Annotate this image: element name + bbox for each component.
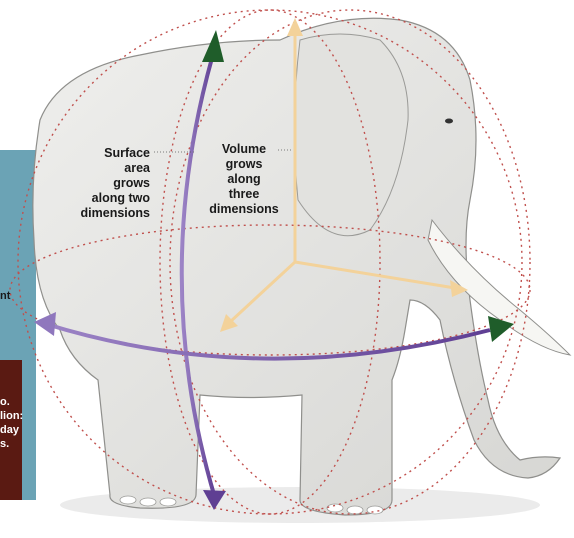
volume-line-2: grows xyxy=(225,157,263,171)
surface-line-4: along two xyxy=(91,191,150,205)
edge-fragment-4: day xyxy=(0,424,19,436)
elephant-body xyxy=(32,17,562,516)
surface-arrows xyxy=(34,30,514,510)
volume-line-1: Volume xyxy=(221,142,267,156)
edge-fragment-3: lion: xyxy=(0,410,24,422)
volume-line-3: along xyxy=(227,172,261,186)
edge-fragment-1: nt xyxy=(0,290,11,302)
volume-arrows xyxy=(220,18,468,332)
edge-fragment-5: s. xyxy=(0,438,10,450)
surface-area-label: Surface area grows along two dimensions xyxy=(58,146,150,221)
dotted-sphere xyxy=(9,9,531,515)
edge-fragment-2: o. xyxy=(0,396,10,408)
surface-line-5: dimensions xyxy=(80,206,150,220)
elephant-eye xyxy=(445,118,453,124)
toe-nails xyxy=(119,495,384,515)
surface-line-2: area xyxy=(124,161,150,175)
volume-line-4: three xyxy=(228,187,260,201)
volume-label: Volume grows along three dimensions xyxy=(196,142,292,217)
label-leaders xyxy=(154,149,292,153)
left-panel-brown xyxy=(0,360,22,500)
volume-line-5: dimensions xyxy=(209,202,279,216)
surface-line-3: grows xyxy=(113,176,150,190)
surface-line-1: Surface xyxy=(104,146,150,160)
